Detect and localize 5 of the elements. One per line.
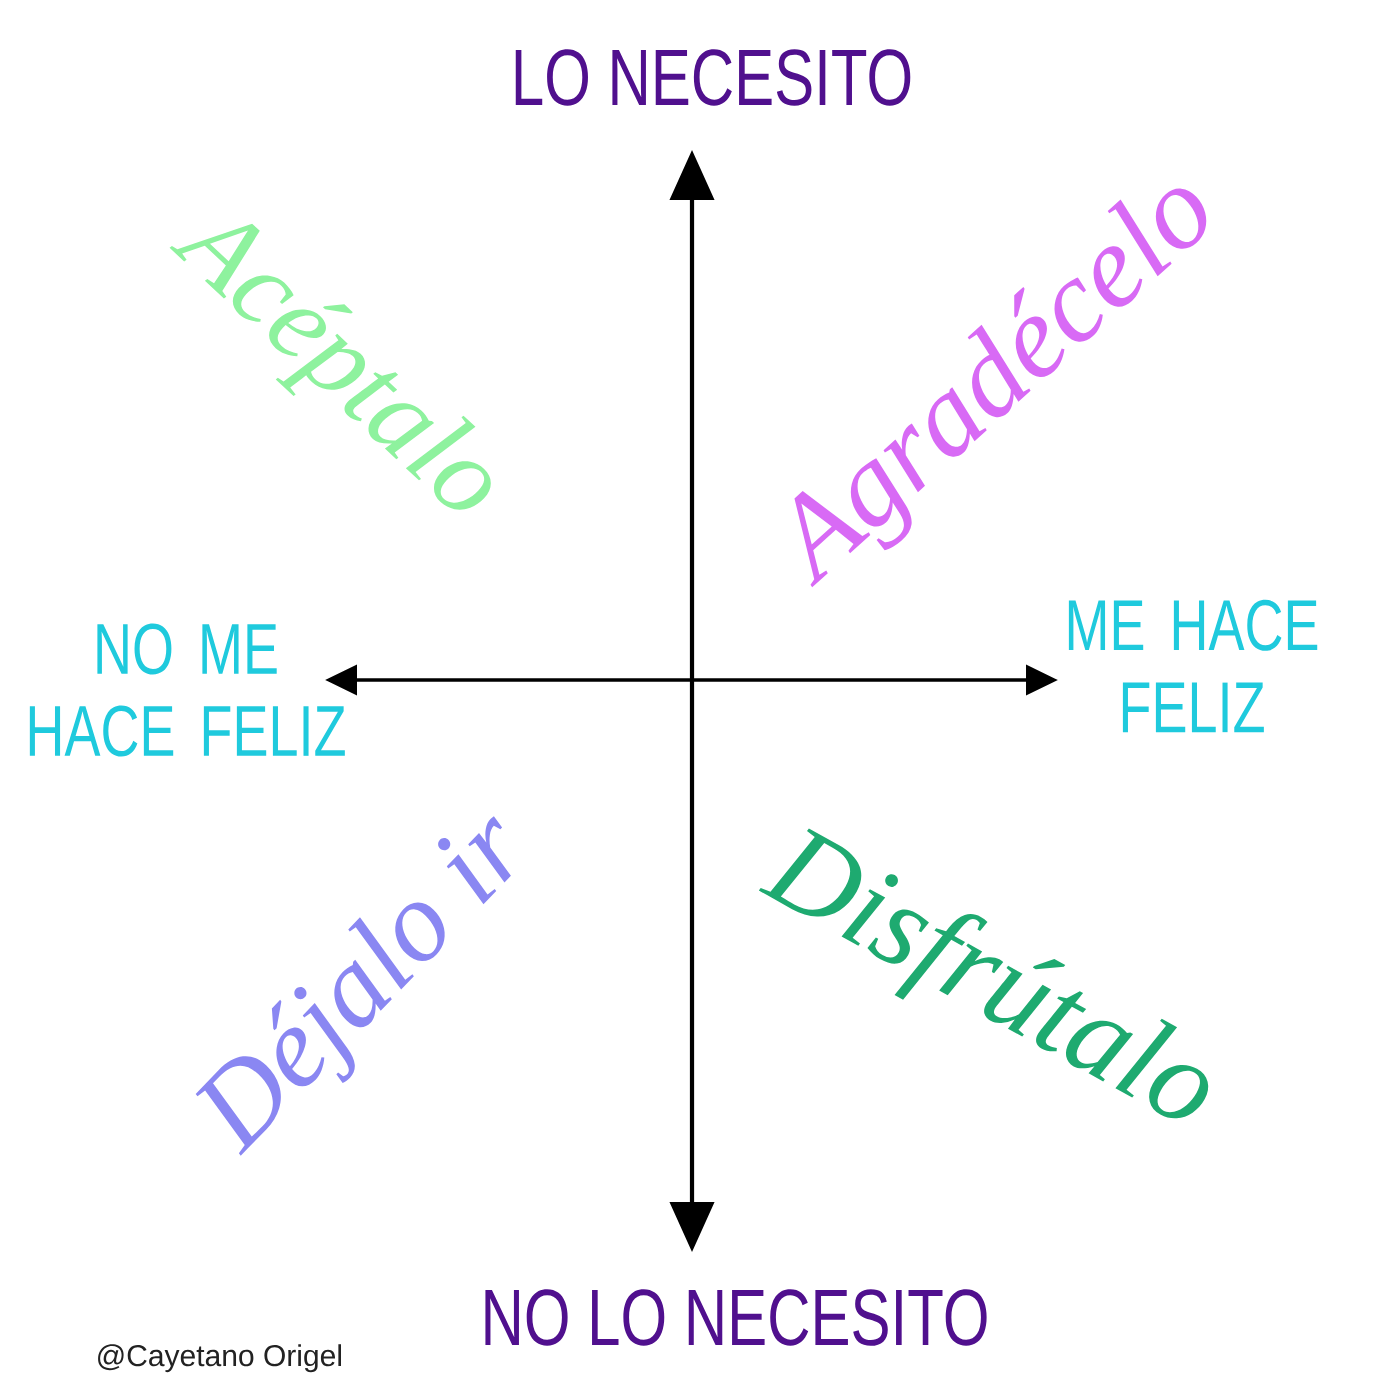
axis-label: NO LO NECESITO	[485, 1289, 987, 1346]
axis-label: LO NECESITO	[515, 49, 911, 106]
credit-text: @Cayetano Origel	[98, 1344, 341, 1373]
axis-label: NO ME HACE FELIZ	[29, 623, 345, 757]
axis-label: ME HACE FELIZ	[1068, 599, 1318, 733]
